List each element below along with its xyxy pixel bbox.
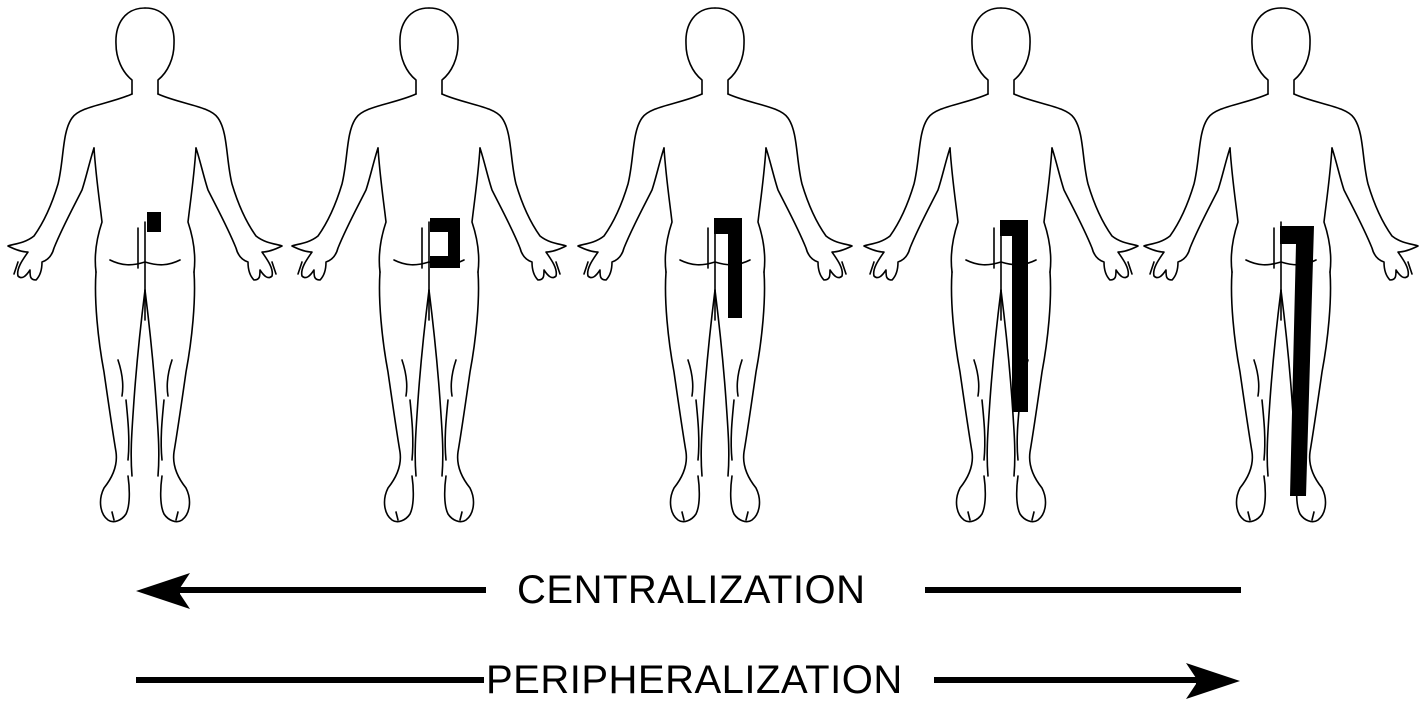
peripheralization-line-left	[136, 677, 484, 683]
pain-mark	[430, 218, 460, 268]
centralization-line-right	[925, 587, 1241, 593]
peripheralization-line-right	[934, 677, 1202, 683]
body-figure-4	[856, 0, 1146, 540]
body-figure-3	[570, 0, 860, 540]
body-figure-1	[0, 0, 290, 540]
pain-mark	[714, 218, 742, 318]
body-figure-2	[284, 0, 574, 540]
peripheralization-arrowhead	[1184, 663, 1244, 699]
body-figure-5	[1136, 0, 1419, 540]
pain-mark	[147, 212, 161, 232]
peripheralization-label: PERIPHERALIZATION	[486, 660, 903, 700]
centralization-label: CENTRALIZATION	[517, 570, 866, 610]
centralization-line-left	[176, 587, 486, 593]
